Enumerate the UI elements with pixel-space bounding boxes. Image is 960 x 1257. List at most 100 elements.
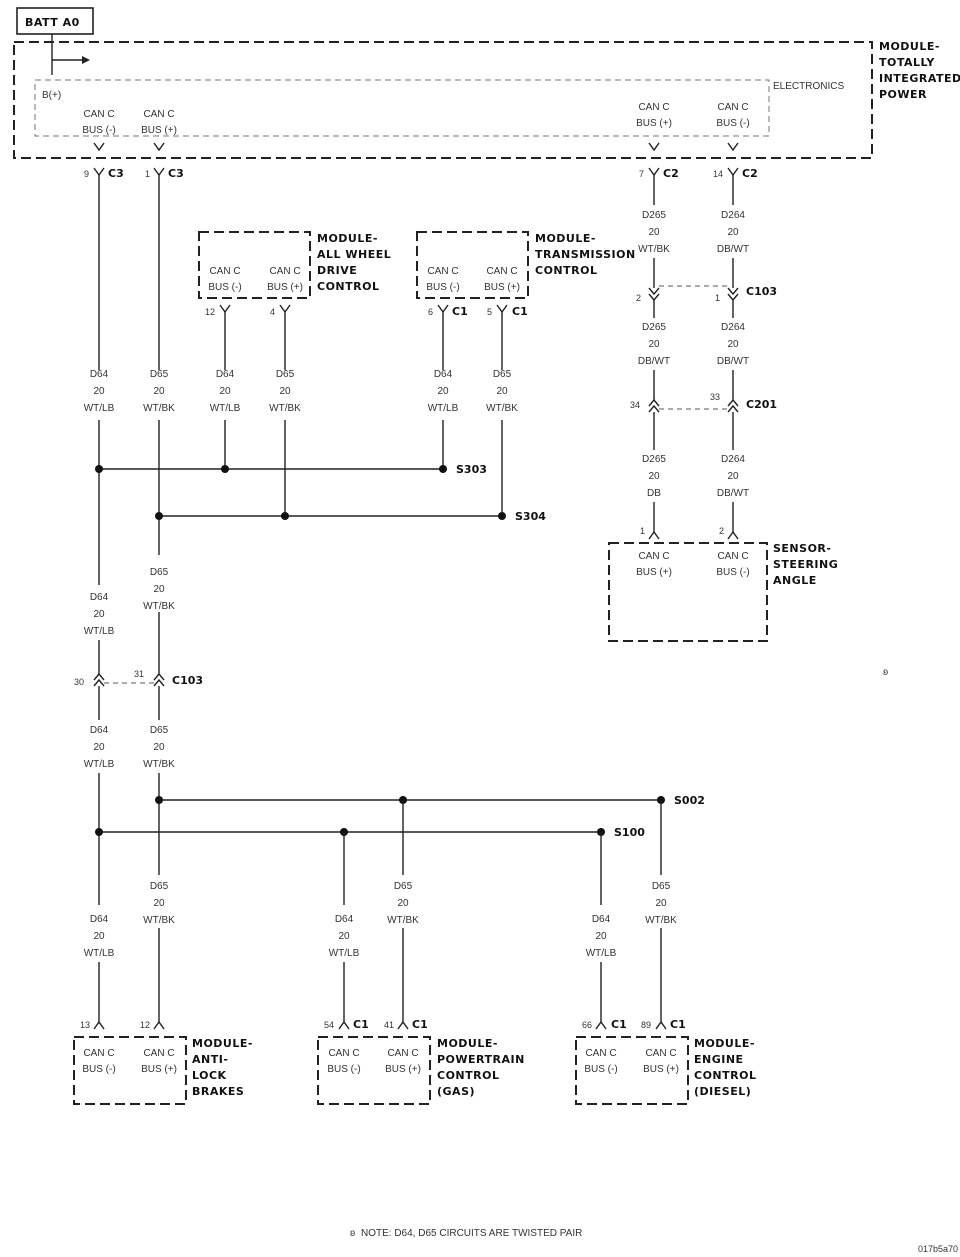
twisted-pair-icon: ʚ — [883, 667, 888, 678]
wire-label-d264-b-2: 20 — [727, 339, 739, 350]
ecm-pin66-number: 66 — [582, 1020, 592, 1030]
splice-s303-node-tcm — [439, 465, 447, 473]
twisted-pair-note: NOTE: D64, D65 CIRCUITS ARE TWISTED PAIR — [361, 1228, 582, 1239]
tipm-c2-connector-label: C2 — [663, 167, 679, 180]
wire-label-d65-lower-2: 20 — [153, 742, 165, 753]
splice-s304-node-tipm — [155, 512, 163, 520]
ecm-neg-line1: CAN C — [585, 1048, 616, 1059]
pcm-pin54-terminal — [338, 1020, 350, 1030]
wire-label-d64-pcm-2: 20 — [338, 931, 350, 942]
tipm-title-line4: POWER — [879, 88, 927, 101]
wire-label-d64-mid-1: D64 — [90, 592, 109, 603]
twisted-pair-note-icon: ʚ — [350, 1228, 355, 1239]
wire-label-d65-ecm-1: D65 — [652, 881, 671, 892]
wire-label-d64-lower-2: 20 — [93, 742, 105, 753]
wire-label-d65-tipm-1: D65 — [150, 369, 169, 380]
tipm-pin1-number: 1 — [145, 169, 150, 179]
wire-label-d264-c-2: 20 — [727, 471, 739, 482]
wire-label-d65-tcm-3: WT/BK — [486, 403, 518, 414]
awd-pin12-number: 12 — [205, 307, 215, 317]
tcm-pin6-terminal — [437, 304, 449, 314]
tipm-pin7-terminal — [648, 142, 660, 152]
ecm-pin66-terminal — [595, 1020, 607, 1030]
ecm-module-box — [575, 1036, 689, 1105]
tcm-title-line3: CONTROL — [535, 264, 597, 277]
wire-label-d64-tipm-3: WT/LB — [84, 403, 115, 414]
wire-label-d65-abs-3: WT/BK — [143, 915, 175, 926]
ecm-pin89-number: 89 — [641, 1020, 651, 1030]
wire-label-d265-a-1: D265 — [642, 210, 666, 221]
abs-module-box — [73, 1036, 187, 1105]
tipm-c2-pin14-connector — [727, 167, 739, 177]
wire-label-d64-tipm-2: 20 — [93, 386, 105, 397]
wire-label-d265-c-1: D265 — [642, 454, 666, 465]
awd-pin4-number: 4 — [270, 307, 275, 317]
wire-label-d65-mid-2: 20 — [153, 584, 165, 595]
awd-title-line3: DRIVE — [317, 264, 357, 277]
ecm-pos-line2: BUS (+) — [643, 1064, 679, 1075]
c201-pin33-lower — [727, 404, 739, 413]
tcm-pin5-number: 5 — [487, 307, 492, 317]
wire-label-d64-ecm-3: WT/LB — [586, 948, 617, 959]
wire-label-d64-mid-3: WT/LB — [84, 626, 115, 637]
ecm-title-line1: MODULE- — [694, 1037, 755, 1050]
wire-label-d265-a-2: 20 — [648, 227, 660, 238]
wire-label-d65-awd-1: D65 — [276, 369, 295, 380]
c201-pin33-number: 33 — [710, 392, 720, 402]
wire-label-d265-c-3: DB — [647, 488, 661, 499]
tipm-c2-pin7-connector — [648, 167, 660, 177]
splice-s303-label: S303 — [456, 463, 487, 476]
c103-left-pin31-number: 31 — [134, 669, 144, 679]
tipm-right-pos-line2: BUS (+) — [636, 118, 672, 129]
tcm-c1-connector-label-2: C1 — [512, 305, 528, 318]
wire-label-d64-pcm-3: WT/LB — [329, 948, 360, 959]
tipm-bplus-label: B(+) — [42, 90, 61, 101]
tipm-right-neg-line2: BUS (-) — [716, 118, 749, 129]
c201-pin34-upper — [648, 398, 660, 407]
tipm-left-pos-line1: CAN C — [143, 109, 174, 120]
tcm-module-box — [416, 231, 529, 299]
tipm-pin7-number: 7 — [639, 169, 644, 179]
awd-pos-line1: CAN C — [269, 266, 300, 277]
abs-title-line4: BRAKES — [192, 1085, 244, 1098]
tipm-c3-pin9-connector — [93, 167, 105, 177]
tcm-c1-connector-label: C1 — [452, 305, 468, 318]
pcm-module-box — [317, 1036, 431, 1105]
ecm-pin89-terminal — [655, 1020, 667, 1030]
c103-left-pin31-lower — [153, 678, 165, 687]
splice-s304-node-tcm — [498, 512, 506, 520]
abs-neg-line1: CAN C — [83, 1048, 114, 1059]
pcm-neg-line1: CAN C — [328, 1048, 359, 1059]
c103-left-pin31-upper — [153, 672, 165, 681]
ecm-pos-line1: CAN C — [645, 1048, 676, 1059]
abs-pin13-terminal — [93, 1020, 105, 1030]
arrow-right-icon — [82, 56, 90, 64]
wire-label-d65-lower-1: D65 — [150, 725, 169, 736]
wire-label-d265-b-3: DB/WT — [638, 356, 670, 367]
wire-label-d65-ecm-2: 20 — [655, 898, 667, 909]
tcm-title-line1: MODULE- — [535, 232, 596, 245]
ecm-title-line2: ENGINE — [694, 1053, 744, 1066]
wire-label-d64-pcm-1: D64 — [335, 914, 354, 925]
wire-label-d65-pcm-3: WT/BK — [387, 915, 419, 926]
wire-label-d264-a-2: 20 — [727, 227, 739, 238]
ecm-title-line4: (DIESEL) — [694, 1085, 751, 1098]
sas-pin1-number: 1 — [640, 526, 645, 536]
abs-title-line1: MODULE- — [192, 1037, 253, 1050]
tcm-pos-line1: CAN C — [486, 266, 517, 277]
wire-label-d64-lower-1: D64 — [90, 725, 109, 736]
tipm-electronics-box — [34, 79, 770, 137]
tcm-pos-line2: BUS (+) — [484, 282, 520, 293]
tipm-pin9-terminal — [93, 142, 105, 152]
wire-label-d265-b-1: D265 — [642, 322, 666, 333]
wire-label-d65-abs-1: D65 — [150, 881, 169, 892]
ecm-c1-connector-label: C1 — [611, 1018, 627, 1031]
wire-label-d264-a-1: D264 — [721, 210, 745, 221]
splice-s002-label: S002 — [674, 794, 705, 807]
wire-label-d65-ecm-3: WT/BK — [645, 915, 677, 926]
tipm-electronics-label: ELECTRONICS — [773, 81, 844, 92]
wire-label-d64-awd-1: D64 — [216, 369, 235, 380]
tcm-neg-line1: CAN C — [427, 266, 458, 277]
sas-pos-line2: BUS (+) — [636, 567, 672, 578]
